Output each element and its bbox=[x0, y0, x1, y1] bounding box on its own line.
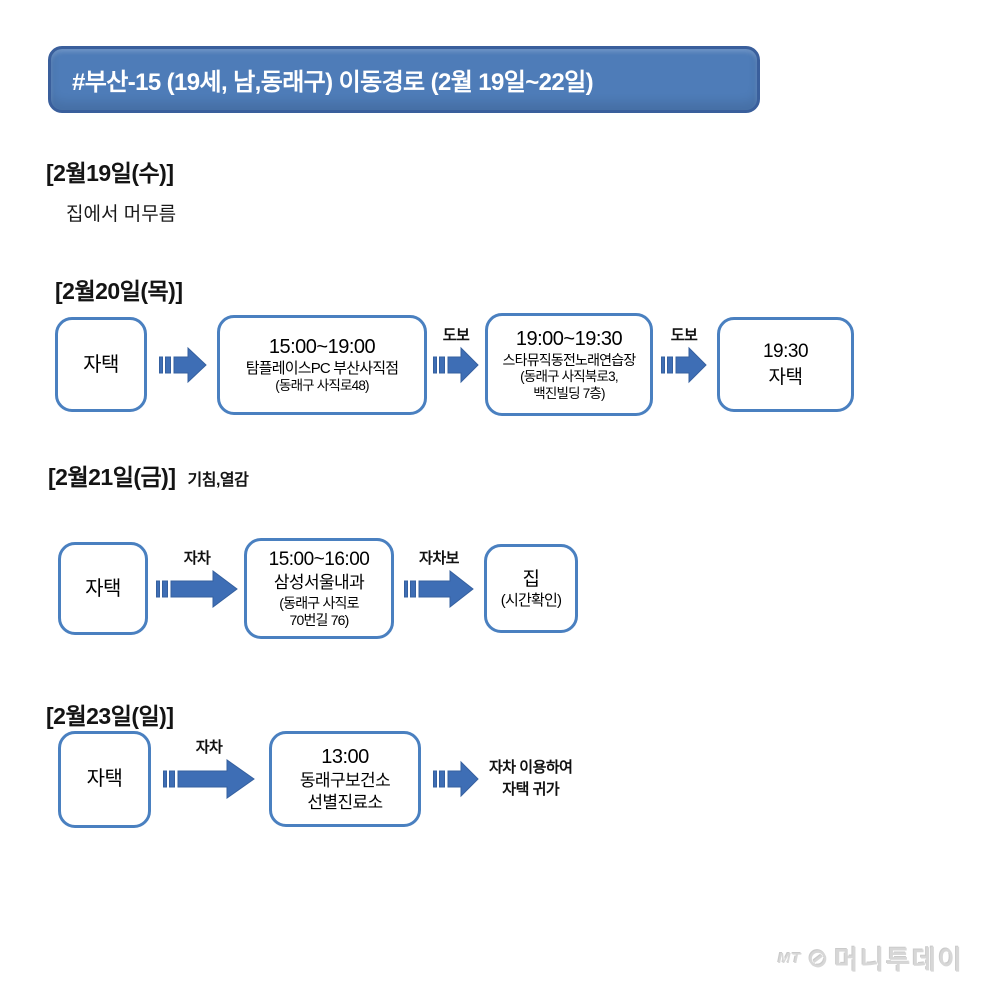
day2-box-karaoke-name: 스타뮤직동전노래연습장 bbox=[502, 351, 637, 368]
day2-arrow-1 bbox=[159, 346, 207, 384]
moneytoday-name: 머니투데이 bbox=[834, 945, 964, 975]
day2-arrow-2: 도보 bbox=[433, 327, 479, 384]
striped-right-arrow-icon bbox=[159, 346, 207, 383]
striped-right-arrow-icon bbox=[433, 760, 479, 798]
moneytoday-logo-icon: ⊘ bbox=[804, 941, 831, 975]
day3-box-home-return-note: (시간확인) bbox=[500, 591, 562, 609]
day4-end-note-line1: 자차 이용하여 bbox=[489, 759, 573, 777]
striped-right-arrow-icon bbox=[156, 569, 238, 608]
day4-flow-row: 자택 자차 13:00 동래구보건소 선별진료소 bbox=[58, 730, 573, 828]
day3-title-text: [2월21일(금)] bbox=[48, 464, 176, 490]
striped-right-arrow-icon bbox=[163, 759, 255, 799]
day2-box-home-return: 19:30 자택 bbox=[717, 317, 854, 412]
day4-arrow-1-label: 자차 bbox=[195, 739, 223, 756]
day4-arrow-2 bbox=[433, 760, 479, 798]
day4-box-health-center: 13:00 동래구보건소 선별진료소 bbox=[269, 731, 421, 827]
day3-box-clinic-address-2: 70번길 76) bbox=[289, 612, 349, 629]
striped-right-arrow-icon bbox=[404, 569, 474, 608]
day2-arrow-3: 도보 bbox=[661, 327, 707, 384]
day4-box-health-center-name: 동래구보건소 bbox=[299, 770, 391, 790]
day4-end-note: 자차 이용하여 자택 귀가 bbox=[489, 757, 573, 801]
day2-box-karaoke: 19:00~19:30 스타뮤직동전노래연습장 (동래구 사직북로3, 백진빌딩… bbox=[485, 313, 653, 416]
day2-box-karaoke-address-1: (동래구 사직북로3, bbox=[520, 369, 618, 385]
day3-arrow-2: 자차보 bbox=[404, 550, 474, 609]
day4-end-note-line2: 자택 귀가 bbox=[502, 781, 560, 798]
day4-box-health-center-detail: 선별진료소 bbox=[307, 793, 383, 812]
striped-right-arrow-icon bbox=[661, 346, 707, 383]
striped-right-arrow-icon bbox=[433, 346, 479, 383]
day4-box-home-label: 자택 bbox=[86, 768, 123, 790]
day2-box-pc-room-time: 15:00~19:00 bbox=[268, 335, 376, 358]
day2-box-home-return-time: 19:30 bbox=[762, 341, 809, 363]
day4-box-home: 자택 bbox=[58, 730, 151, 828]
moneytoday-mt-mark: MT bbox=[777, 950, 802, 967]
day2-flow-row: 자택 15:00~19:00 탐플레이스PC 부산사직점 (동래구 사직로48)… bbox=[55, 313, 854, 416]
day3-box-home: 자택 bbox=[58, 542, 148, 635]
day4-arrow-1: 자차 bbox=[163, 739, 255, 800]
day3-box-home-return-label: 집 bbox=[522, 568, 540, 590]
day3-box-clinic-name: 삼성서울내과 bbox=[273, 573, 365, 593]
day3-arrow-1: 자차 bbox=[156, 550, 238, 609]
day2-box-pc-room-name: 탐플레이스PC 부산사직점 bbox=[245, 359, 399, 377]
day4-box-health-center-time: 13:00 bbox=[321, 745, 369, 768]
day2-box-home-label: 자택 bbox=[83, 353, 119, 376]
day3-box-home-label: 자택 bbox=[85, 577, 121, 600]
day3-flow-row: 자택 자차 15:00~16:00 삼성서울내과 (동래구 사직로 70번길 7… bbox=[58, 538, 578, 639]
day3-box-clinic-time: 15:00~16:00 bbox=[268, 549, 370, 571]
day2-box-karaoke-time: 19:00~19:30 bbox=[515, 327, 623, 350]
day3-symptom: 기침,열감 bbox=[187, 472, 249, 489]
day2-box-pc-room: 15:00~19:00 탐플레이스PC 부산사직점 (동래구 사직로48) bbox=[217, 314, 427, 415]
day2-arrow-3-label: 도보 bbox=[670, 326, 698, 344]
day2-arrow-2-label: 도보 bbox=[442, 326, 470, 344]
day3-box-clinic: 15:00~16:00 삼성서울내과 (동래구 사직로 70번길 76) bbox=[244, 538, 394, 639]
day1-title: [2월19일(수)] bbox=[46, 160, 174, 186]
day3-title: [2월21일(금)] 기침,열감 bbox=[48, 458, 249, 492]
day3-box-home-return: 집 (시간확인) bbox=[484, 544, 578, 633]
day3-box-clinic-address-1: (동래구 사직로 bbox=[279, 594, 359, 611]
day2-box-karaoke-address-2: 백진빌딩 7층) bbox=[533, 386, 605, 402]
title-banner: #부산-15 (19세, 남,동래구) 이동경로 (2월 19일~22일) bbox=[48, 46, 760, 113]
page-title: #부산-15 (19세, 남,동래구) 이동경로 (2월 19일~22일) bbox=[72, 69, 594, 96]
moneytoday-watermark: MT ⊘ 머니투데이 bbox=[778, 940, 964, 977]
day2-box-home-return-label: 자택 bbox=[768, 366, 803, 388]
day2-box-pc-room-address: (동래구 사직로48) bbox=[275, 378, 369, 394]
day1-note: 집에서 머무름 bbox=[66, 204, 177, 225]
day3-arrow-2-label: 자차보 bbox=[419, 549, 459, 567]
day2-title: [2월20일(목)] bbox=[55, 278, 183, 304]
day2-box-home: 자택 bbox=[55, 317, 147, 412]
day3-arrow-1-label: 자차 bbox=[183, 549, 211, 567]
day4-title: [2월23일(일)] bbox=[46, 703, 174, 729]
